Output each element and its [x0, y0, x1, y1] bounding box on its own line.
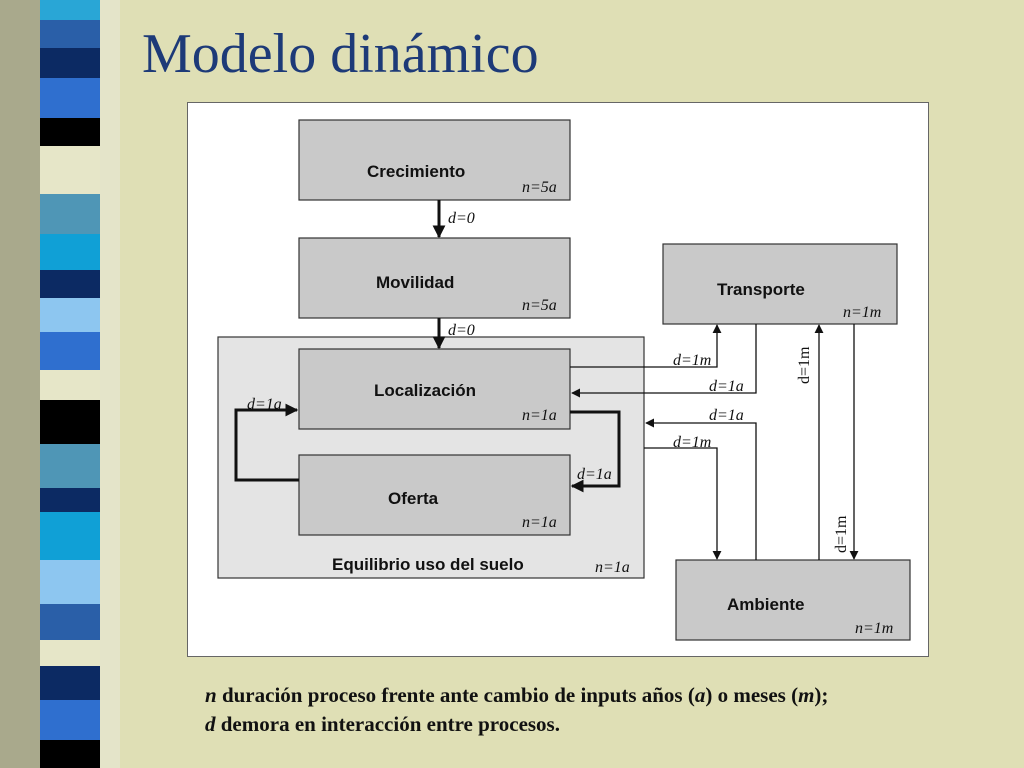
arrow-localizacion-transporte	[570, 324, 722, 368]
delay-transporte-ambiente: d=1m	[833, 515, 850, 553]
localizacion-box: Localización n=1a	[298, 348, 571, 430]
delay-oferta-localizacion: d=1a	[247, 396, 282, 413]
delay-ambiente-localizacion: d=1a	[709, 407, 744, 424]
oferta-n: n=1a	[522, 514, 557, 531]
arrow-transporte-localizacion	[571, 324, 757, 398]
slide-caption: n duración proceso frente ante cambio de…	[205, 681, 995, 739]
ambiente-n: n=1m	[855, 620, 893, 637]
oferta-label: Oferta	[388, 489, 439, 508]
crecimiento-n: n=5a	[522, 179, 557, 196]
arrow-ambiente-localizacion	[645, 418, 757, 560]
arrow-localizacion-ambiente	[644, 447, 722, 560]
transporte-label: Transporte	[717, 280, 805, 299]
arrow-oferta-localizacion	[234, 403, 299, 482]
transporte-n: n=1m	[843, 304, 881, 321]
decorative-stripe-bar	[0, 0, 120, 768]
slide-title: Modelo dinámico	[142, 23, 539, 85]
group-n: n=1a	[595, 559, 630, 576]
oferta-box: Oferta n=1a	[298, 454, 571, 536]
movilidad-n: n=5a	[522, 297, 557, 314]
transporte-box: Transporte n=1m	[662, 243, 898, 325]
delay-transporte-localizacion: d=1a	[709, 378, 744, 395]
caption-line-2: d demora en interacción entre procesos.	[205, 712, 560, 736]
delay-crecimiento-movilidad: d=0	[448, 210, 475, 227]
movilidad-label: Movilidad	[376, 273, 454, 292]
group-label: Equilibrio uso del suelo	[332, 555, 524, 574]
ambiente-label: Ambiente	[727, 595, 804, 614]
caption-line-1: n duración proceso frente ante cambio de…	[205, 683, 829, 707]
delay-movilidad-localizacion: d=0	[448, 322, 475, 339]
arrow-localizacion-oferta	[570, 410, 621, 493]
ambiente-box: Ambiente n=1m	[675, 559, 911, 641]
delay-localizacion-transporte: d=1m	[673, 352, 711, 369]
localizacion-n: n=1a	[522, 407, 557, 424]
crecimiento-label: Crecimiento	[367, 162, 465, 181]
delay-ambiente-transporte: d=1m	[796, 346, 813, 384]
delay-localizacion-ambiente: d=1m	[673, 434, 711, 451]
delay-localizacion-oferta: d=1a	[577, 466, 612, 483]
localizacion-label: Localización	[374, 381, 476, 400]
process-diagram: Equilibrio uso del suelo n=1a Crecimient…	[217, 119, 911, 641]
movilidad-box: Movilidad n=5a	[298, 237, 571, 319]
crecimiento-box: Crecimiento n=5a	[298, 119, 571, 201]
